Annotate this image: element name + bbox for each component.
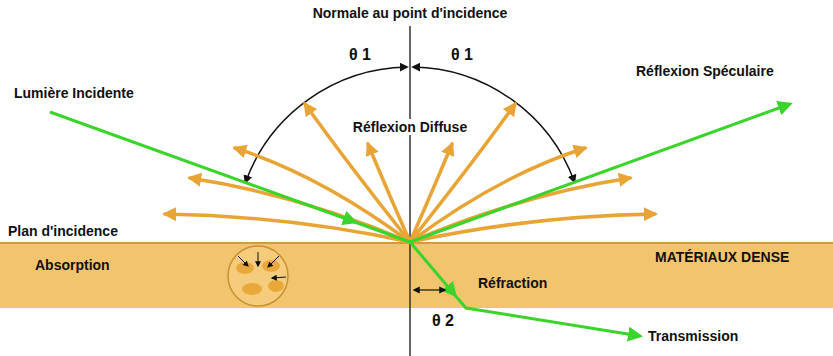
- absorption-circle: [228, 246, 288, 306]
- angle-arrow: [414, 289, 445, 290]
- particle: [268, 280, 284, 292]
- diffuse-arrow: [190, 178, 410, 242]
- material-label: MATÉRIAUX DENSE: [655, 249, 789, 265]
- angle-label: θ 1: [451, 46, 473, 63]
- incident-label: Lumière Incidente: [14, 85, 134, 101]
- angle-label: θ 2: [432, 312, 454, 329]
- transmission-label: Transmission: [648, 328, 738, 344]
- text-holder: Normale au point d'incidence: [313, 4, 508, 22]
- text-holder: Absorption: [35, 256, 110, 274]
- text-holder: θ 2: [432, 312, 454, 330]
- refraction-label: Réfraction: [478, 275, 547, 291]
- plane-label: Plan d'incidence: [8, 223, 118, 239]
- particle: [262, 260, 280, 272]
- normal-line: [409, 26, 411, 356]
- diffuse-arrow: [235, 148, 410, 242]
- text-holder: Transmission: [648, 327, 738, 345]
- diffuse-label: Réflexion Diffuse: [350, 119, 470, 135]
- incident-ray: [50, 112, 355, 222]
- small-arrow: [258, 252, 259, 266]
- angle-label: θ 1: [349, 46, 371, 63]
- absorption-label: Absorption: [35, 257, 110, 273]
- small-arrow: [238, 256, 248, 266]
- diffuse-arrow: [368, 144, 410, 242]
- specular-label: Réflexion Spéculaire: [636, 63, 774, 79]
- refracted-ray: [410, 242, 455, 295]
- diffuse-arrows: [165, 104, 655, 242]
- particle: [236, 262, 254, 274]
- text-holder: θ 1: [451, 46, 473, 64]
- normal-label: Normale au point d'incidence: [313, 5, 508, 21]
- small-arrow: [268, 256, 279, 267]
- text-holder: Réflexion Spéculaire: [636, 62, 774, 80]
- transmitted-ray: [453, 293, 640, 336]
- text-holder: θ 1: [349, 46, 371, 64]
- text-holder: Lumière Incidente: [14, 84, 134, 102]
- particle: [242, 283, 262, 295]
- diffuse-arrow: [410, 178, 630, 242]
- absorption-arrows: [238, 252, 286, 278]
- small-arrow: [272, 277, 286, 278]
- text-holder: Réflexion Diffuse: [350, 118, 470, 136]
- incident-ray: [352, 221, 410, 242]
- text-holder: Plan d'incidence: [8, 222, 118, 240]
- text-holder: Réfraction: [478, 274, 547, 292]
- text-holder: MATÉRIAUX DENSE: [655, 248, 789, 266]
